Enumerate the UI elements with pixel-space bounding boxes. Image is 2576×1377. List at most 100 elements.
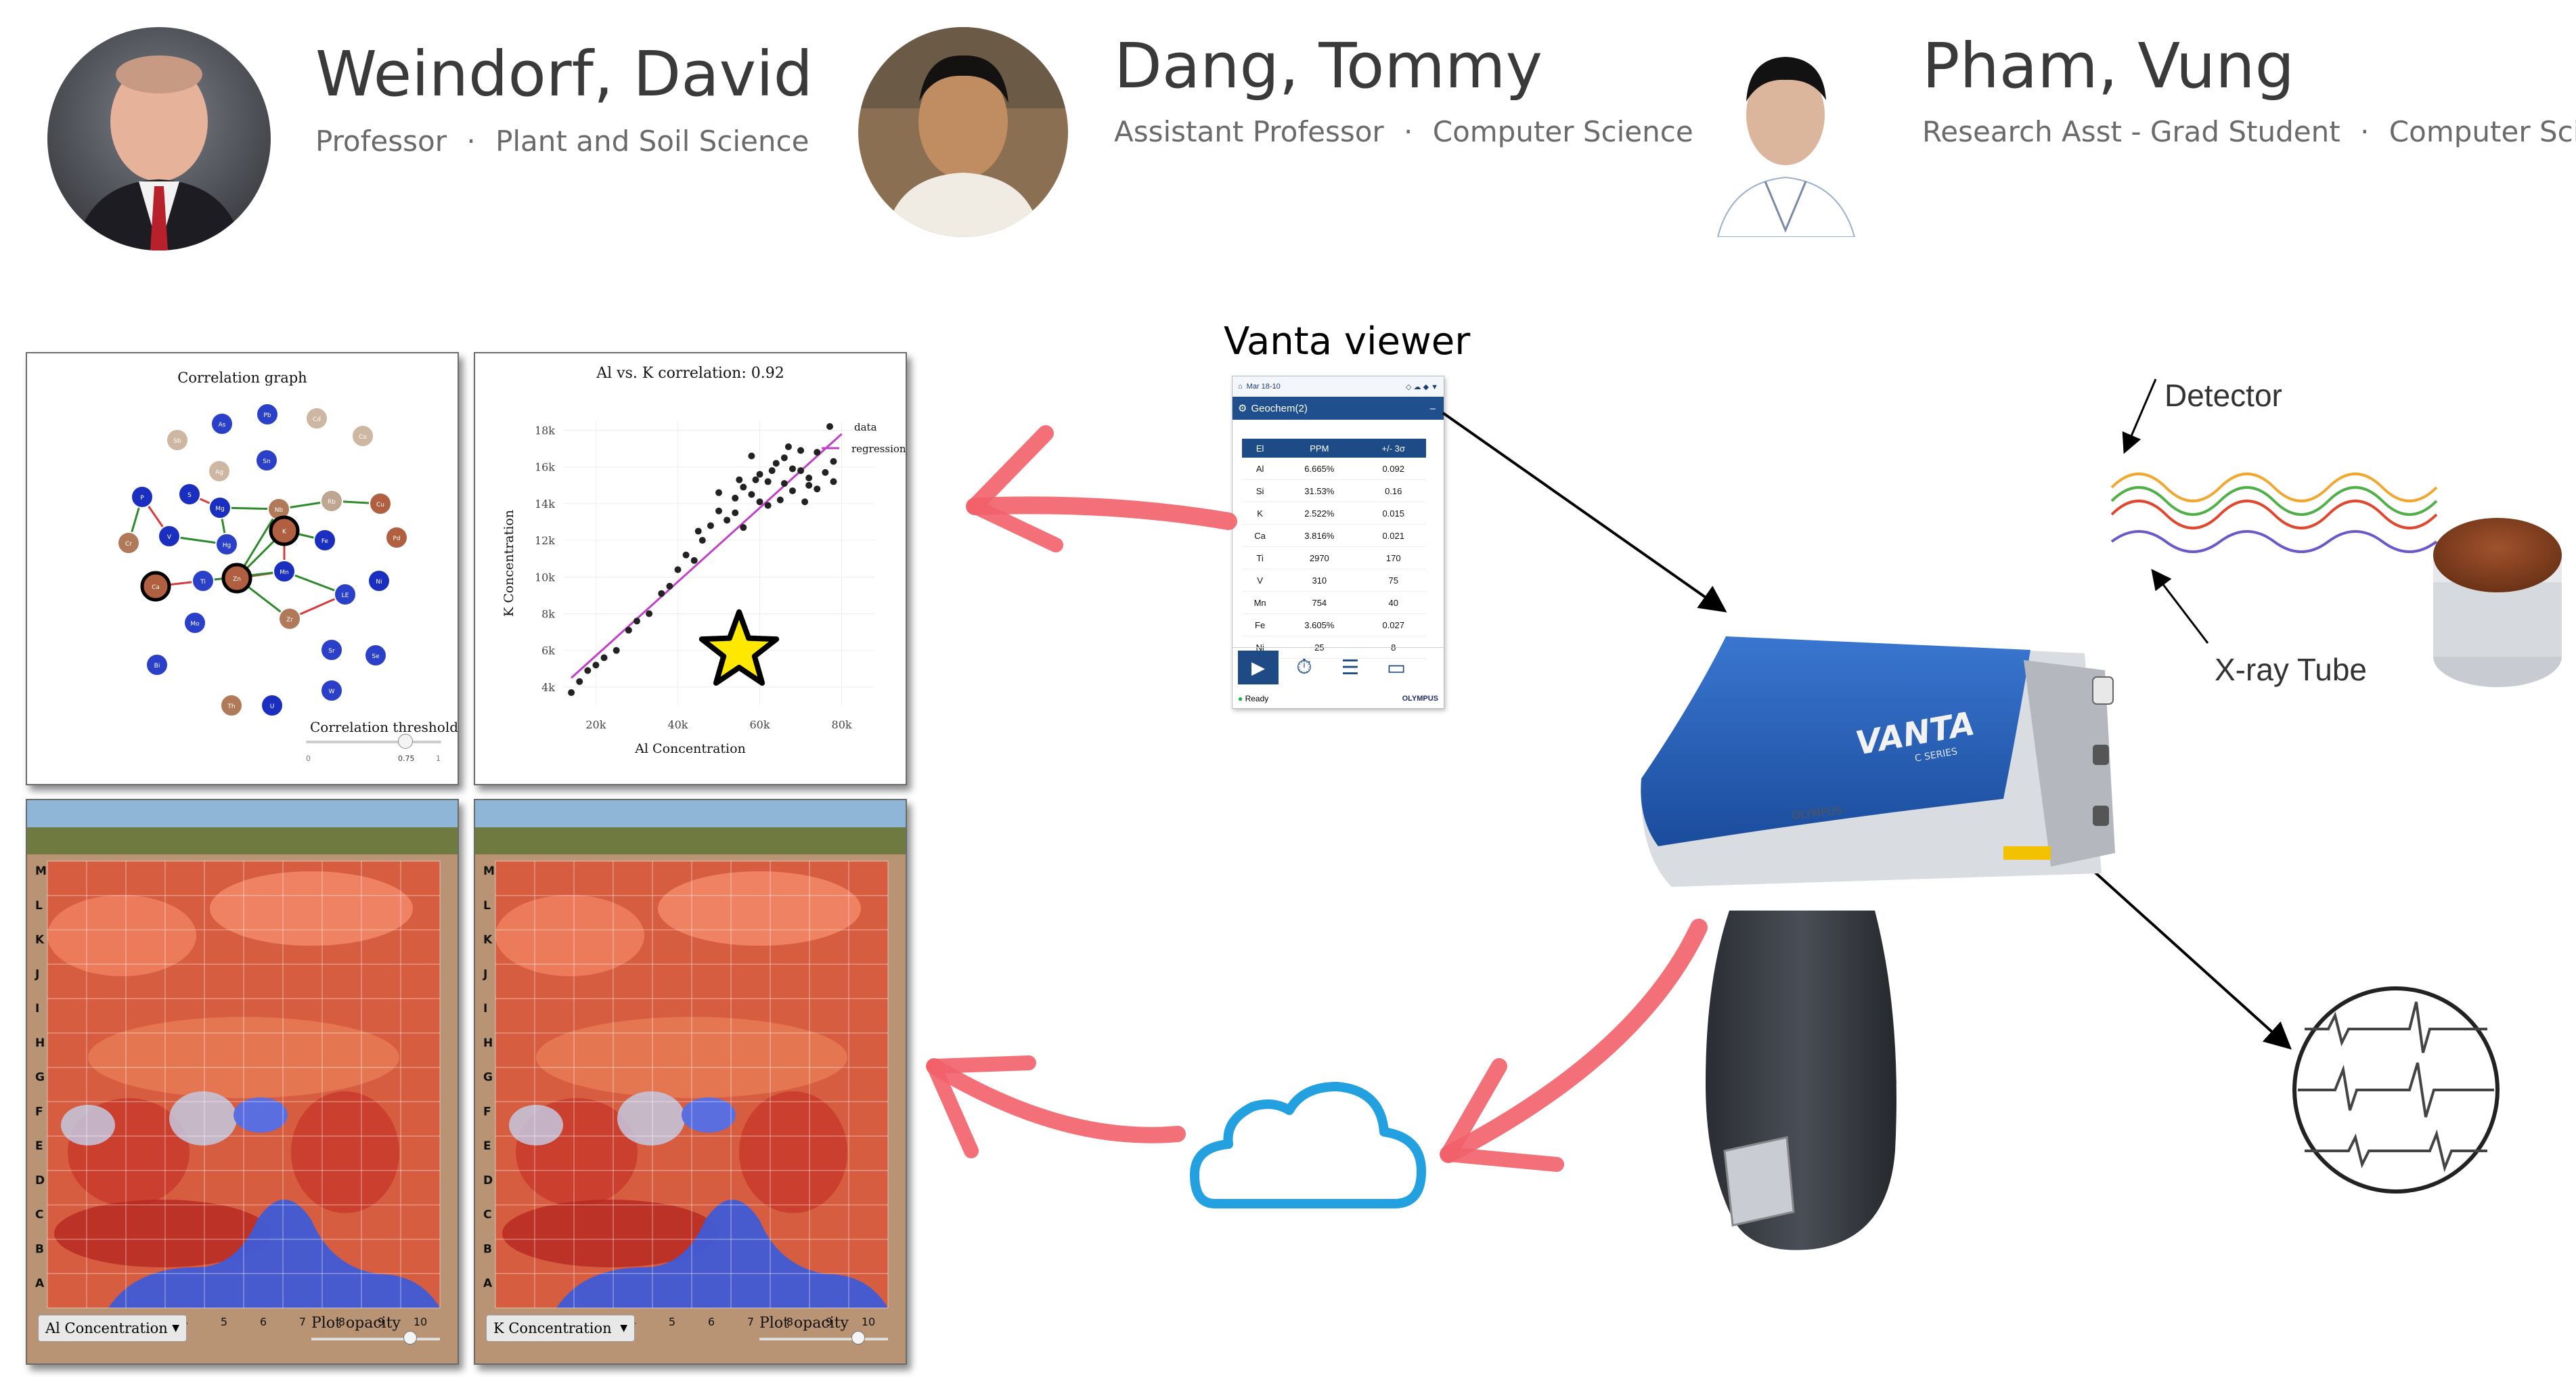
network-node[interactable]: W [320, 679, 343, 702]
network-node[interactable]: Mn [273, 560, 296, 583]
heatmap-k[interactable]: MLKJIHGFEDCBA12345678910 [475, 800, 906, 1363]
data-point[interactable] [732, 494, 739, 502]
data-point[interactable] [740, 524, 747, 531]
data-point[interactable] [801, 498, 809, 506]
data-point[interactable] [736, 476, 743, 483]
opacity-slider-handle[interactable] [403, 1331, 417, 1345]
data-point[interactable] [830, 478, 837, 485]
network-node[interactable]: Sn [255, 449, 278, 472]
network-node[interactable]: Se [364, 644, 387, 667]
data-point[interactable] [568, 689, 575, 697]
message-icon[interactable]: ▭ [1386, 656, 1406, 679]
data-point[interactable] [805, 475, 813, 481]
data-point[interactable] [830, 458, 837, 465]
network-node[interactable]: Ca [140, 571, 171, 602]
heatmap-al[interactable]: MLKJIHGFEDCBA12345678910 [27, 800, 458, 1363]
network-node[interactable]: Nb [267, 498, 290, 521]
play-button[interactable]: ▶ [1238, 651, 1279, 684]
col-header-el[interactable]: El [1242, 439, 1279, 458]
heatmap-selector-k[interactable]: K Concentration ▼ [486, 1315, 635, 1342]
network-node[interactable]: Cd [305, 407, 328, 430]
data-point[interactable] [756, 498, 763, 506]
data-point[interactable] [625, 626, 632, 634]
opacity-slider-handle[interactable] [851, 1331, 865, 1345]
data-point[interactable] [814, 449, 821, 456]
data-point[interactable] [797, 447, 805, 454]
settings-sliders-icon[interactable]: ☰ [1341, 656, 1360, 679]
data-point[interactable] [748, 452, 755, 460]
data-point[interactable] [600, 654, 608, 661]
data-point[interactable] [789, 465, 796, 473]
data-point[interactable] [814, 485, 821, 493]
data-point[interactable] [592, 661, 600, 669]
data-point[interactable] [694, 527, 702, 535]
network-node[interactable]: S [178, 483, 201, 506]
network-node[interactable]: Cu [369, 492, 392, 515]
network-node[interactable]: Co [351, 424, 374, 447]
network-node[interactable]: Mo [183, 611, 206, 634]
data-point[interactable] [740, 483, 747, 491]
network-node[interactable]: Rb [320, 489, 343, 512]
data-point[interactable] [674, 566, 682, 573]
data-point[interactable] [768, 467, 776, 475]
network-node[interactable]: K [269, 515, 300, 546]
mode-bar[interactable]: ⚙ Geochem(2) – [1233, 397, 1444, 420]
col-header-ppm[interactable]: PPM [1278, 439, 1361, 458]
data-point[interactable] [752, 476, 759, 483]
network-node[interactable]: Ag [208, 460, 231, 483]
network-node[interactable]: Pb [256, 403, 279, 426]
network-node[interactable]: Hg [215, 533, 238, 556]
data-point[interactable] [822, 468, 829, 476]
data-point[interactable] [780, 454, 788, 462]
network-node[interactable]: Zr [278, 607, 301, 630]
data-point[interactable] [584, 667, 592, 674]
network-node[interactable]: Sr [320, 638, 343, 661]
network-node[interactable]: Cr [117, 531, 140, 554]
data-point[interactable] [776, 496, 784, 504]
data-point[interactable] [707, 522, 714, 529]
data-point[interactable] [715, 489, 722, 496]
network-node[interactable]: LE [334, 583, 357, 606]
network-node[interactable]: Ni [368, 569, 391, 592]
data-point[interactable] [789, 487, 796, 494]
data-point[interactable] [772, 460, 780, 467]
network-node[interactable]: Bi [146, 653, 169, 676]
network-node[interactable]: Mg [208, 496, 231, 519]
network-node[interactable]: Zn [221, 563, 252, 594]
data-point[interactable] [715, 507, 722, 515]
data-point[interactable] [764, 502, 772, 509]
data-point[interactable] [748, 491, 755, 498]
network-node[interactable]: U [261, 694, 284, 717]
data-point[interactable] [690, 556, 698, 564]
scatter-chart[interactable]: Al vs. K correlation: 0.924k6k8k10k12k14… [475, 353, 906, 784]
data-point[interactable] [764, 478, 772, 485]
data-point[interactable] [576, 678, 583, 685]
data-point[interactable] [784, 443, 792, 450]
data-point[interactable] [724, 517, 731, 524]
data-point[interactable] [732, 509, 739, 517]
network-node[interactable]: Th [220, 694, 243, 717]
data-point[interactable] [633, 617, 640, 625]
data-point[interactable] [666, 582, 673, 590]
data-point[interactable] [682, 551, 690, 559]
network-node[interactable]: As [210, 412, 234, 435]
collapse-icon[interactable]: – [1429, 402, 1436, 414]
data-point[interactable] [698, 537, 706, 544]
network-node[interactable]: Fe [313, 529, 336, 552]
threshold-slider-handle[interactable] [398, 734, 413, 749]
data-point[interactable] [805, 481, 813, 489]
network-node[interactable]: P [131, 485, 154, 508]
data-point[interactable] [658, 590, 665, 597]
data-point[interactable] [646, 610, 653, 617]
heatmap-selector-al[interactable]: Al Concentration ▼ [38, 1315, 187, 1342]
data-point[interactable] [797, 467, 805, 475]
network-node[interactable]: Ti [192, 569, 215, 592]
data-point[interactable] [613, 647, 620, 654]
network-node[interactable]: Pd [385, 526, 408, 549]
timer-icon[interactable]: ⏱ [1296, 656, 1312, 678]
network-node[interactable]: V [158, 525, 181, 548]
network-node[interactable]: Sb [166, 429, 189, 452]
col-header-error[interactable]: +/- 3σ [1360, 439, 1426, 458]
home-icon[interactable]: ⌂ [1238, 383, 1243, 391]
